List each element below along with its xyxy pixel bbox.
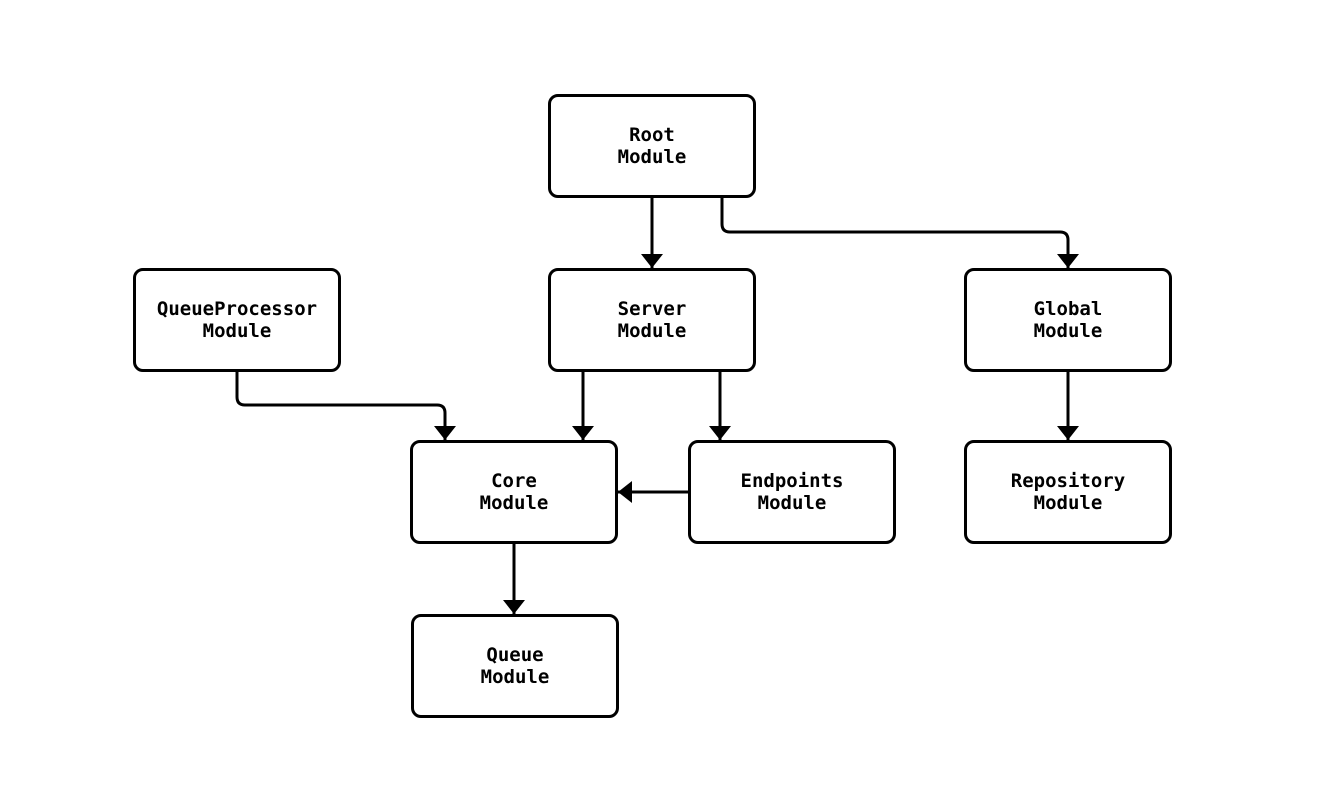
edge-queueprocessor-to-core [235,372,456,440]
node-endpoints-module: Endpoints Module [688,440,896,544]
node-queueprocessor-module: QueueProcessor Module [133,268,341,372]
node-repository-module: Repository Module [964,440,1172,544]
node-label: Server Module [617,298,687,342]
node-label: Global Module [1033,298,1103,342]
node-label: Repository Module [1010,470,1126,514]
node-server-module: Server Module [548,268,756,372]
node-label: Root Module [617,124,687,168]
node-global-module: Global Module [964,268,1172,372]
node-core-module: Core Module [410,440,618,544]
edge-root-to-global [720,198,1079,268]
node-queue-module: Queue Module [411,614,619,718]
node-label: Endpoints Module [740,470,844,514]
node-label: QueueProcessor Module [156,298,318,342]
node-label: Core Module [479,470,549,514]
node-root-module: Root Module [548,94,756,198]
node-label: Queue Module [480,644,550,688]
